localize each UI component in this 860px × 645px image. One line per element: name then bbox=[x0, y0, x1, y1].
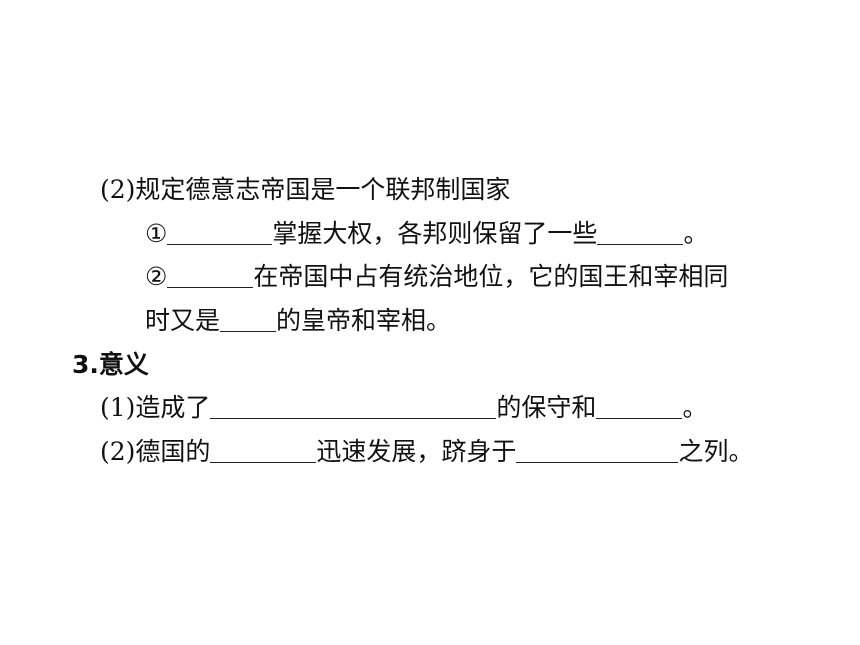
section-3-item-1-prefix: (1)造成了 bbox=[100, 393, 211, 422]
blank-4[interactable] bbox=[220, 307, 277, 332]
section-3-heading: 3.意义 bbox=[72, 350, 149, 380]
section-3-heading-text: 3.意义 bbox=[72, 350, 149, 379]
sub-item-2-marker: ② bbox=[145, 262, 168, 291]
sub-item-1-line: ① 掌握大权，各邦则保留了一些 。 bbox=[145, 219, 708, 249]
blank-2[interactable] bbox=[597, 220, 684, 245]
sub-item-1-end: 。 bbox=[683, 219, 709, 248]
section-3-item-1-line: (1)造成了 的保守和 。 bbox=[100, 393, 707, 423]
sub-item-2-cont-line: 时又是 的皇帝和宰相。 bbox=[145, 306, 451, 336]
section-3-item-1-end: 。 bbox=[682, 393, 708, 422]
sub-item-1-marker: ① bbox=[145, 219, 168, 248]
blank-1[interactable] bbox=[167, 220, 273, 245]
sub-item-2-line: ② 在帝国中占有统治地位，它的国王和宰相同 bbox=[145, 262, 728, 292]
blank-5[interactable] bbox=[210, 394, 497, 419]
intro-line: (2)规定德意志帝国是一个联邦制国家 bbox=[100, 175, 510, 205]
blank-7[interactable] bbox=[210, 438, 317, 463]
blank-3[interactable] bbox=[167, 263, 254, 288]
section-3-item-2-mid: 迅速发展，跻身于 bbox=[316, 437, 517, 466]
section-3-item-2-end: 之列。 bbox=[678, 437, 754, 466]
blank-8[interactable] bbox=[516, 438, 679, 463]
sub-item-2-cont-end: 的皇帝和宰相。 bbox=[276, 306, 452, 335]
intro-text: (2)规定德意志帝国是一个联邦制国家 bbox=[100, 175, 511, 204]
sub-item-2-text: 在帝国中占有统治地位，它的国王和宰相同 bbox=[253, 262, 729, 291]
section-3-item-1-mid: 的保守和 bbox=[496, 393, 597, 422]
section-3-item-2-prefix: (2)德国的 bbox=[100, 437, 211, 466]
sub-item-2-cont-start: 时又是 bbox=[145, 306, 221, 335]
blank-6[interactable] bbox=[596, 394, 683, 419]
section-3-item-2-line: (2)德国的 迅速发展，跻身于 之列。 bbox=[100, 437, 753, 467]
sub-item-1-text: 掌握大权，各邦则保留了一些 bbox=[272, 219, 598, 248]
